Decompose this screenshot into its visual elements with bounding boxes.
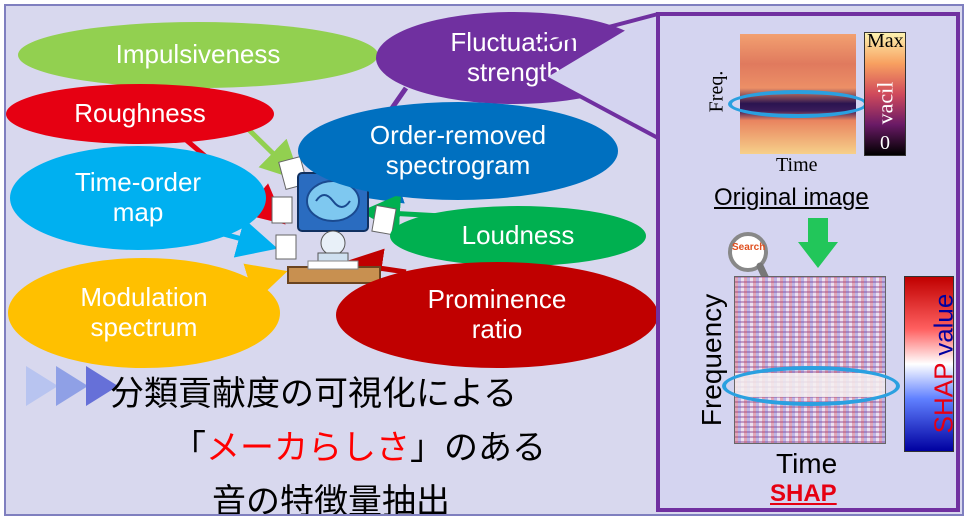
caption-line-2-suffix: 」のある bbox=[410, 428, 546, 468]
caption-line-3: 音の特徴量抽出 bbox=[212, 482, 450, 516]
chevron-bullet-icon bbox=[26, 366, 118, 406]
search-label: Search bbox=[732, 242, 766, 253]
shap-map bbox=[734, 276, 886, 444]
label-modulation-spectrum: Modulation spectrum bbox=[80, 282, 208, 342]
ellipse-time-order-map: Time-order map bbox=[10, 146, 266, 250]
original-x-label: Time bbox=[776, 154, 818, 176]
diagram-canvas: Impulsiveness Fluctuation strength Rough… bbox=[4, 4, 964, 516]
ellipse-impulsiveness: Impulsiveness bbox=[18, 22, 378, 88]
shap-y-label: Frequency bbox=[696, 293, 728, 427]
original-colorbar bbox=[864, 32, 906, 156]
shap-colorbar-label-shap: SHAP bbox=[928, 363, 959, 434]
ellipse-prominence-ratio: Prominence ratio bbox=[336, 262, 658, 368]
caption-line-2: 「メーカらしさ」のある bbox=[172, 420, 546, 469]
shap-title: SHAP bbox=[770, 480, 837, 507]
highlight-ring-shap bbox=[722, 366, 900, 406]
ellipse-order-removed-spectrogram: Order-removed spectrogram bbox=[298, 102, 618, 200]
caption-line-1: 分類貢献度の可視化による bbox=[110, 374, 517, 414]
shap-colorbar-label-value: value bbox=[928, 293, 959, 364]
shap-x-label: Time bbox=[776, 448, 838, 479]
original-y-label: Freq. bbox=[705, 70, 728, 113]
shap-colorbar-label: SHAP value bbox=[928, 294, 959, 434]
ellipse-fluctuation-strength: Fluctuation strength bbox=[376, 12, 652, 104]
ellipse-loudness: Loudness bbox=[390, 206, 646, 266]
label-impulsiveness: Impulsiveness bbox=[115, 39, 281, 70]
highlight-ring-original bbox=[728, 90, 868, 118]
label-time-order-map: Time-order map bbox=[74, 167, 202, 227]
original-colorbar-min: 0 bbox=[880, 132, 890, 154]
caption-highlight: メーカらしさ bbox=[206, 428, 410, 468]
label-loudness: Loudness bbox=[461, 220, 575, 251]
ellipse-modulation-spectrum: Modulation spectrum bbox=[8, 258, 280, 368]
original-image-title: Original image bbox=[714, 184, 869, 211]
label-order-removed-spectrogram: Order-removed spectrogram bbox=[369, 120, 547, 180]
label-fluctuation-strength: Fluctuation strength bbox=[450, 27, 578, 87]
label-roughness: Roughness bbox=[74, 98, 206, 129]
caption-line-2-prefix: 「 bbox=[172, 428, 206, 468]
original-colorbar-max: Max bbox=[867, 30, 904, 52]
shap-colorbar bbox=[904, 276, 954, 452]
ellipse-roughness: Roughness bbox=[6, 84, 274, 144]
original-colorbar-label: vacil bbox=[872, 81, 898, 125]
label-prominence-ratio: Prominence ratio bbox=[427, 284, 567, 344]
down-arrow-icon bbox=[798, 218, 838, 268]
